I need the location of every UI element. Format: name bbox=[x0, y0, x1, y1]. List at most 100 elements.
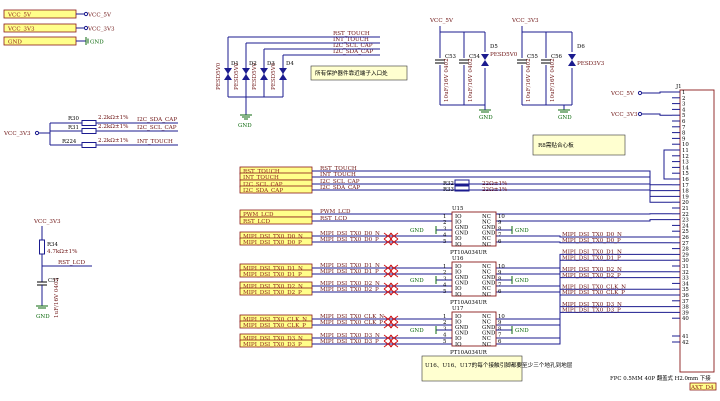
io-net-label: I2C_SCL_CAP bbox=[320, 179, 360, 185]
ic-pin-right: NC bbox=[482, 286, 491, 292]
gnd-label-3v3: GND bbox=[558, 115, 572, 121]
cap-c54: C54 bbox=[469, 54, 481, 60]
res-r31: R31 bbox=[68, 125, 79, 131]
ic-gnd-label: GND bbox=[410, 278, 424, 284]
ic-part: PT10A034UR bbox=[450, 300, 488, 306]
ic-pin-num-l: 1 bbox=[443, 314, 446, 320]
io-net-label-right: MIPI_DSI_TX0_D0_P bbox=[562, 238, 621, 244]
io-tag-label: MIPI_DSI_TX0_D2_P bbox=[243, 290, 302, 296]
tvs-3v3: PESD3V3 bbox=[577, 61, 605, 67]
cap-c57: C57 bbox=[48, 278, 60, 284]
supply-5v-block: VCC_5V C53 C54 10uF/16V 0402 10uF/16V 04… bbox=[429, 18, 518, 121]
io-net-label: MIPI_DSI_TX0_D1_P bbox=[320, 269, 379, 275]
conn-pin-num: 11 bbox=[682, 148, 689, 154]
ic-pin-num-r: 9 bbox=[498, 220, 502, 226]
tag-gnd[interactable]: GND bbox=[8, 40, 22, 46]
supply-3v3-block: VCC_3V3 C55 C56 10uF/16V 0402 10uF/16V 0… bbox=[511, 18, 605, 121]
conn-pin-num: 3 bbox=[682, 102, 686, 108]
tvs-ref-d6: D6 bbox=[577, 44, 585, 50]
ic-pin-left: GND bbox=[455, 231, 469, 237]
ic-pin-left: IO bbox=[455, 336, 462, 342]
cross-mark bbox=[383, 282, 399, 290]
io-tag-label: RST_TOUCH bbox=[243, 169, 280, 175]
ic-pin-num-l: 2 bbox=[443, 320, 446, 326]
net-vcc5v: VCC_5V bbox=[87, 13, 112, 19]
tag-vcc5v[interactable]: VCC_5V bbox=[7, 13, 32, 19]
res-r224: R224 bbox=[62, 139, 77, 145]
ic-part: PT10A034UR bbox=[450, 250, 488, 256]
ic-pin-right: GND bbox=[482, 331, 496, 337]
rst-lcd-block: VCC_3V3 R34 4.7kΩ±1% RST_LCD C57 1uF/16V… bbox=[33, 219, 92, 320]
conn-pin-num: 30 bbox=[682, 258, 689, 264]
ic-pin-num-l: 2 bbox=[443, 220, 446, 226]
io-wire bbox=[312, 189, 672, 203]
io-net-label: MIPI_DSI_TX0_D2_P bbox=[320, 287, 379, 293]
ic-pin-right: NC bbox=[482, 314, 491, 320]
ic-pin-right: NC bbox=[482, 242, 491, 248]
ic-part: PT10A034UR bbox=[450, 350, 488, 356]
ic-gnd-label-r: GND bbox=[515, 278, 529, 284]
res-val-r30: 2.2kΩ±1% bbox=[98, 115, 128, 121]
io-net-label: MIPI_DSI_TX0_D0_N bbox=[320, 231, 380, 237]
ic-gnd-label: GND bbox=[410, 228, 424, 234]
io-net-label-right: MIPI_DSI_TX0_CLK_N bbox=[562, 284, 626, 290]
io-net-label: MIPI_DSI_TX0_D0_P bbox=[320, 237, 379, 243]
ic-pin-num-l: 3 bbox=[443, 276, 447, 282]
conn-pin-num: 39 bbox=[682, 310, 689, 316]
io-net-label: MIPI_DSI_TX0_D2_N bbox=[320, 281, 380, 287]
ic-pin-num-r: 8 bbox=[498, 226, 502, 232]
conn-pin-num: 20 bbox=[682, 200, 689, 206]
io-tag-label: MIPI_DSI_TX0_D1_N bbox=[243, 266, 303, 272]
io-net-label: INT_TOUCH bbox=[320, 172, 356, 178]
ic-body bbox=[451, 211, 497, 247]
ic-pin-right: NC bbox=[482, 236, 491, 242]
ic-pin-right: NC bbox=[482, 319, 491, 325]
conn-pin-num: 36 bbox=[682, 293, 689, 299]
io-net-label: MIPI_DSI_TX0_D3_N bbox=[320, 333, 380, 339]
io-wire-out bbox=[496, 235, 672, 238]
ic-pin-num-r: 7 bbox=[498, 283, 502, 289]
power-tags: VCC_5V VCC_5V VCC_3V3 VCC_3V3 GND GND bbox=[3, 9, 115, 46]
io-tag-label: MIPI_DSI_TX0_D2_N bbox=[243, 284, 303, 290]
connector-j1: J112345678910111213141516171819202122232… bbox=[610, 84, 717, 391]
io-net-label: MIPI_DSI_TX0_CLK_N bbox=[320, 314, 384, 320]
cross-mark bbox=[383, 288, 399, 296]
ic-gnd-label: GND bbox=[410, 328, 424, 334]
conn-pin-num: 22 bbox=[682, 212, 689, 218]
conn-pin-num: 28 bbox=[682, 247, 689, 253]
cross-mark bbox=[383, 264, 399, 272]
series-resistors: R32 R33 22Ω±1% 22Ω±1% bbox=[443, 179, 507, 193]
ic-pin-num-r: 6 bbox=[498, 289, 502, 295]
ic-pin-num-r: 6 bbox=[498, 339, 502, 345]
ic-pin-left: IO bbox=[455, 242, 462, 248]
conn-pin-num: 19 bbox=[682, 194, 689, 200]
ic-pin-num-r: 10 bbox=[498, 214, 505, 220]
ic-pin-num-r: 8 bbox=[498, 326, 502, 332]
ic-pin-num-r: 7 bbox=[498, 333, 502, 339]
ic-pin-num-r: 7 bbox=[498, 233, 502, 239]
conn-gnd-bus bbox=[663, 149, 672, 180]
ic-pin-num-l: 5 bbox=[443, 239, 447, 245]
conn-pin-num: 9 bbox=[682, 136, 686, 142]
io-net-label-right: MIPI_DSI_TX0_D2_P bbox=[562, 273, 621, 279]
ic-ref: U16 bbox=[452, 256, 464, 262]
tag-vcc3v3[interactable]: VCC_3V3 bbox=[7, 27, 35, 33]
gnd-label-5v: GND bbox=[479, 115, 493, 121]
cross-mark bbox=[383, 232, 399, 240]
note-box-ic bbox=[421, 355, 523, 382]
sig-scl-cap: I2C_SCL_CAP bbox=[333, 43, 373, 49]
conn-pin-num: 38 bbox=[682, 305, 689, 311]
io-net-label-right: MIPI_DSI_TX0_CLK_P bbox=[562, 290, 625, 296]
cap-val-c53: 10uF/16V 0402 bbox=[444, 58, 450, 102]
diode-ref-4: D4 bbox=[286, 61, 294, 67]
conn-pin-num: 25 bbox=[682, 229, 689, 235]
gnd-label-rst: GND bbox=[36, 314, 50, 320]
ic-pin-num-r: 8 bbox=[498, 276, 502, 282]
cross-mark bbox=[383, 270, 399, 278]
io-tag-label: MIPI_DSI_TX0_D0_P bbox=[243, 240, 302, 246]
cap-val-c54: 10uF/16V 0402 bbox=[468, 58, 474, 102]
ic-pin-left: GND bbox=[455, 225, 469, 231]
conn-pin-num: 12 bbox=[682, 154, 689, 160]
cap-val-c55: 10uF/16V 0402 bbox=[526, 58, 532, 102]
